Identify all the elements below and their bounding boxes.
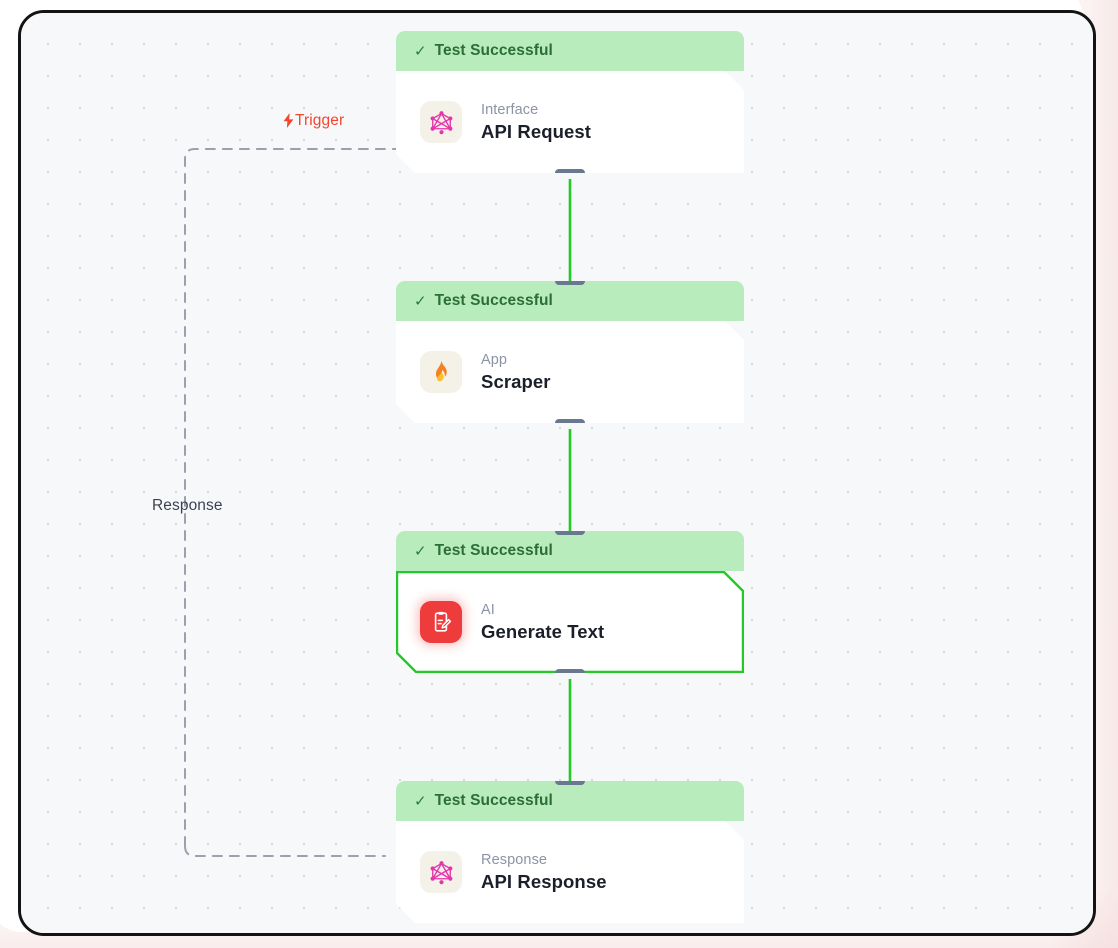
node-api-request[interactable]: ✓ Test Successful (396, 31, 744, 173)
node-output-handle[interactable] (555, 169, 585, 178)
response-edge-label: Response (152, 497, 223, 514)
node-output-handle[interactable] (555, 419, 585, 428)
workflow-canvas[interactable]: Trigger Response ✓ Test Successful (21, 13, 1093, 933)
header-tail (722, 781, 744, 821)
header-tail (722, 531, 744, 571)
node-status-text: Test Successful (434, 792, 553, 809)
node-status-text: Test Successful (434, 542, 553, 559)
node-subtitle: AI (481, 601, 495, 618)
editor-frame: Trigger Response ✓ Test Successful (18, 10, 1096, 936)
check-icon: ✓ (414, 42, 427, 60)
check-icon: ✓ (414, 792, 427, 810)
node-card[interactable]: Interface API Request (396, 71, 744, 173)
node-card[interactable]: Response API Response (396, 821, 744, 923)
graphql-icon (420, 101, 462, 143)
node-text: AI Generate Text (481, 602, 604, 643)
node-text: Response API Response (481, 852, 607, 893)
node-scraper[interactable]: ✓ Test Successful App Scraper (396, 281, 744, 423)
node-output-handle[interactable] (555, 669, 585, 678)
node-card[interactable]: App Scraper (396, 321, 744, 423)
graphql-icon (420, 851, 462, 893)
node-status-header: ✓ Test Successful (396, 31, 744, 71)
node-api-response[interactable]: ✓ Test Successful (396, 781, 744, 923)
node-title: API Request (481, 120, 592, 142)
check-icon: ✓ (414, 542, 427, 560)
node-input-handle[interactable] (555, 281, 585, 285)
node-status-text: Test Successful (434, 292, 553, 309)
node-title: API Response (481, 870, 607, 892)
node-card[interactable]: AI Generate Text (396, 571, 744, 673)
node-subtitle: Interface (481, 101, 539, 118)
node-title: Generate Text (481, 620, 605, 642)
node-text: Interface API Request (481, 102, 591, 143)
lightning-bolt-icon (283, 112, 294, 130)
node-generate-text[interactable]: ✓ Test Successful (396, 531, 744, 673)
header-tail (722, 281, 744, 321)
node-input-handle[interactable] (555, 531, 585, 535)
node-subtitle: Response (481, 851, 548, 868)
header-tail (722, 31, 744, 71)
node-title: Scraper (481, 370, 551, 392)
node-status-header: ✓ Test Successful (396, 781, 744, 821)
clipboard-pencil-icon (420, 601, 462, 643)
node-subtitle: App (481, 351, 508, 368)
node-input-handle[interactable] (555, 781, 585, 785)
node-status-text: Test Successful (434, 42, 553, 59)
check-icon: ✓ (414, 292, 427, 310)
flame-icon (420, 351, 462, 393)
node-text: App Scraper (481, 352, 551, 393)
node-status-header: ✓ Test Successful (396, 531, 744, 571)
trigger-edge-label-text: Trigger (295, 112, 345, 129)
trigger-edge-label: Trigger (283, 112, 344, 130)
response-edge-path (184, 845, 386, 857)
node-status-header: ✓ Test Successful (396, 281, 744, 321)
